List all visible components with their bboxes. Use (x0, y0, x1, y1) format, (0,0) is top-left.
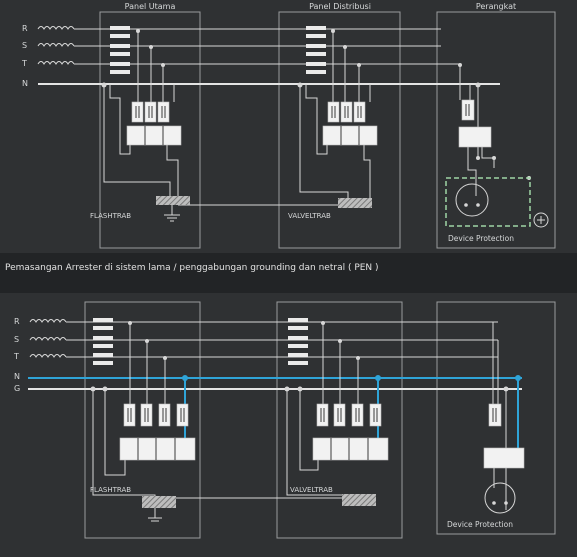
bottom-valveltrab-label: VALVELTRAB (290, 486, 333, 494)
bottom-neutral-dots (182, 375, 521, 381)
top-panel-device-title: Perangkat (476, 2, 516, 11)
top-device-socket (455, 183, 489, 217)
top-distribution-arrester (322, 101, 378, 146)
bottom-phase-buses (66, 321, 498, 358)
top-distribution-breakers (306, 26, 326, 74)
bottom-distribution-breakers (288, 318, 308, 365)
top-panel-device-frame (436, 11, 556, 249)
top-distribution-wiring (299, 31, 371, 198)
top-earth-symbol (164, 205, 180, 222)
top-panel-main-title: Panel Utama (125, 2, 176, 11)
top-line-label-t: T (21, 59, 27, 68)
bottom-device-protection-label: Device Protection (447, 520, 513, 529)
top-ground-plus-icon (533, 212, 549, 228)
top-device-protection-dashed-frame (445, 177, 531, 227)
bottom-distribution-arrester (312, 403, 389, 461)
top-main-arrester (126, 101, 182, 146)
bottom-line-label-r: R (14, 317, 20, 326)
top-flashtrab-earth-bar (156, 196, 190, 205)
bottom-line-label-n: N (14, 372, 20, 381)
top-junction-dots (101, 29, 481, 88)
top-main-wiring (103, 31, 340, 206)
top-main-arrester-marks (135, 106, 166, 145)
caption-band (0, 253, 577, 293)
bottom-distribution-arrester-marks (320, 408, 378, 460)
top-main-breakers (110, 26, 130, 74)
bottom-flashtrab-label: FLASHTRAB (90, 486, 131, 494)
bottom-panel-device-frame (436, 301, 556, 535)
bottom-panel-distribution-frame (276, 301, 403, 539)
bottom-line-label-g: G (14, 384, 20, 393)
bottom-distribution-wiring (286, 322, 359, 496)
bottom-panel-main-frame (84, 301, 201, 539)
bottom-main-breakers (93, 318, 113, 365)
bottom-valveltrab-earth-bar (342, 494, 376, 506)
bottom-line-label-s: S (14, 335, 19, 344)
bottom-flashtrab-earth-bar (142, 496, 176, 508)
top-device-arrester-marks (465, 104, 470, 116)
top-device-dots (476, 156, 531, 180)
bottom-junction-dots (90, 321, 509, 392)
top-line-label-r: R (22, 24, 28, 33)
top-panel-distribution-title: Panel Distribusi (309, 2, 371, 11)
top-valveltrab-label: VALVELTRAB (288, 212, 331, 220)
bottom-device-arrester (483, 403, 525, 469)
top-panel-main-frame (99, 11, 201, 249)
top-diagram: Panel Utama Panel Distribusi Perangkat R… (21, 2, 556, 249)
top-distribution-arrester-marks (331, 106, 362, 145)
bottom-main-arrester-marks (127, 408, 185, 460)
bottom-main-arrester (119, 403, 196, 461)
top-line-label-n: N (22, 79, 28, 88)
bottom-inductor-coils (29, 319, 67, 358)
bottom-main-wiring (92, 322, 345, 522)
bottom-line-label-t: T (13, 352, 19, 361)
top-line-label-s: S (22, 41, 27, 50)
bottom-device-socket (484, 482, 516, 514)
top-device-arrester (458, 99, 492, 148)
bottom-diagram: R S T N G (13, 301, 556, 539)
top-valveltrab-earth-bar (338, 198, 372, 208)
caption-text: Pemasangan Arrester di sistem lama / pen… (5, 263, 379, 273)
top-flashtrab-label: FLASHTRAB (90, 212, 131, 220)
top-device-protection-label: Device Protection (448, 234, 514, 243)
bottom-device-arrester-marks (492, 408, 497, 422)
top-inductor-coils (37, 26, 75, 65)
top-phase-buses (74, 28, 460, 65)
top-panel-distribution-frame (278, 11, 401, 249)
